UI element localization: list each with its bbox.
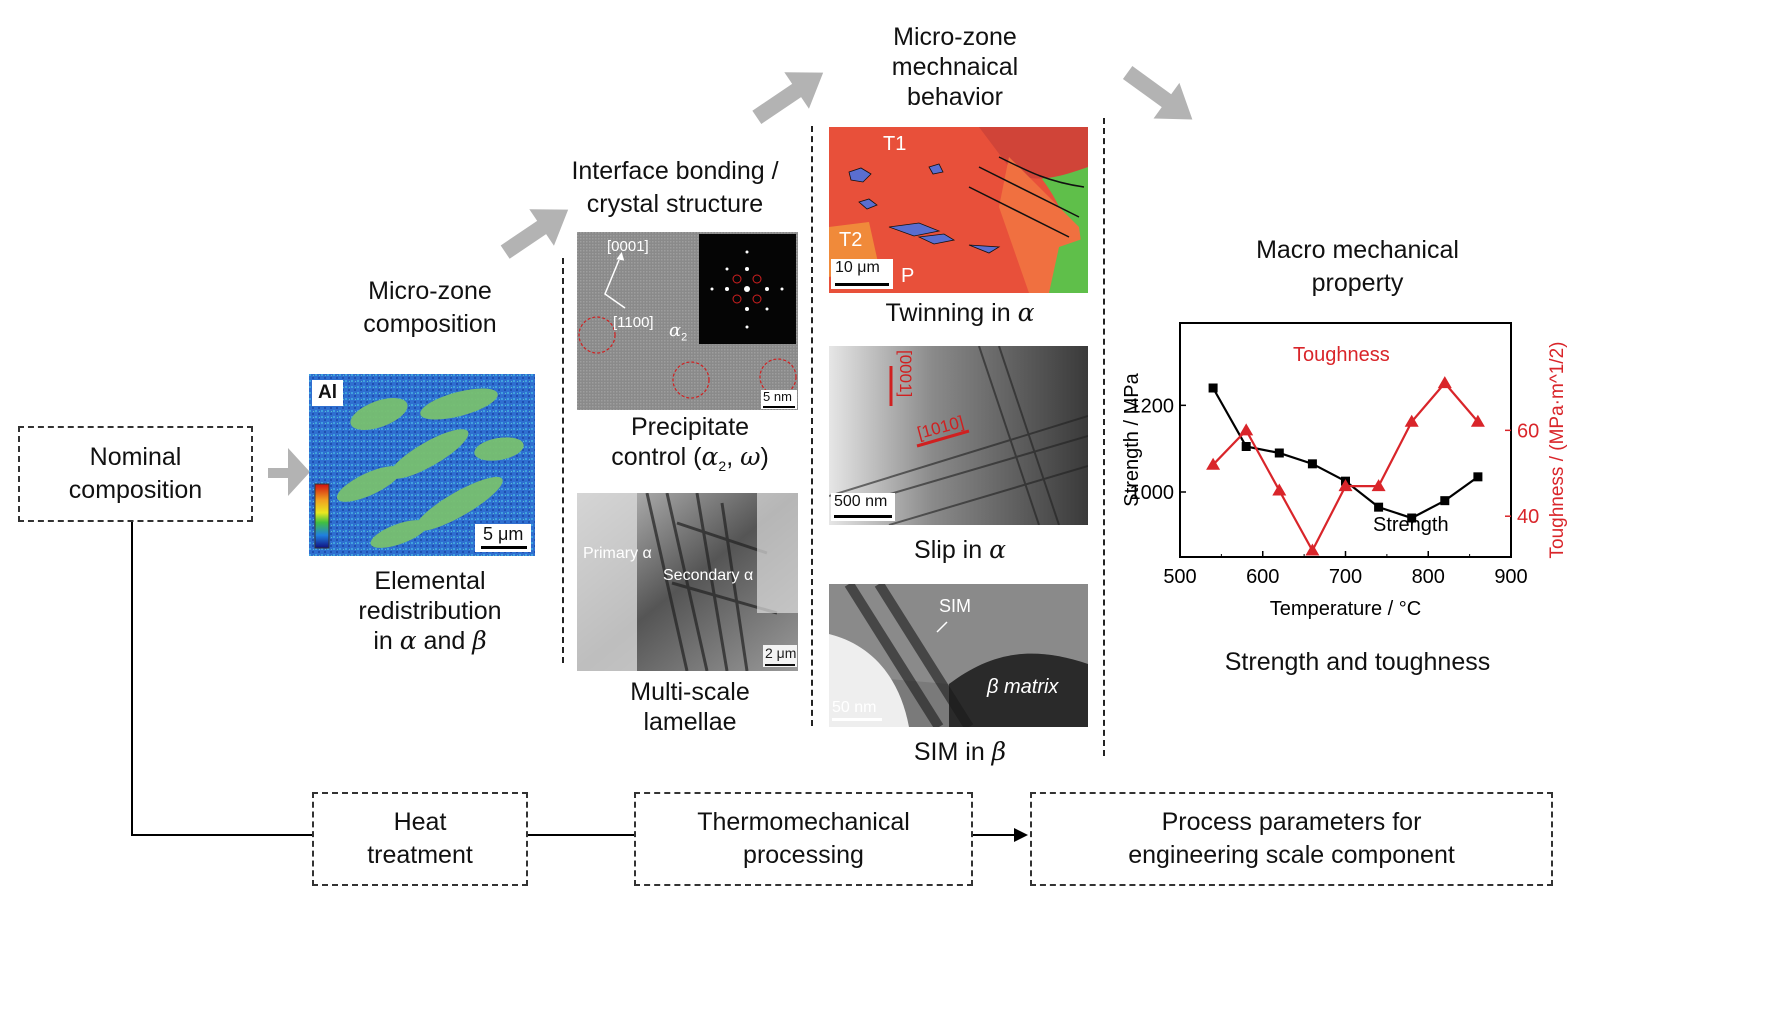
toughness-point (1437, 376, 1452, 389)
hrtem-scale-text: 5 nm (763, 389, 792, 404)
toughness-point (1239, 423, 1254, 436)
lamellae-scale-text: 2 μm (765, 645, 797, 661)
y2-tick-label: 60 (1517, 420, 1539, 442)
ebsd-p-label: P (901, 265, 915, 287)
arrow-to-behavior (752, 72, 824, 125)
ebsd-t1-label: T1 (883, 133, 907, 155)
x-tick-label: 600 (1246, 566, 1279, 588)
arrowhead-to-process (1014, 828, 1028, 842)
lamellae-scale-box: 2 μm (763, 645, 797, 667)
header-micro-zone-behavior: Micro-zone mechnaical behavior (891, 23, 1019, 111)
x-tick-label: 700 (1329, 566, 1362, 588)
al-scale-bar (481, 546, 527, 549)
alpha2-label: α2 (669, 320, 688, 344)
heat-treatment-box: Heat treatment (312, 792, 528, 886)
ebsd-scale-bar (835, 283, 889, 286)
al-element-tag: Al (312, 380, 343, 406)
slip-scale-text: 500 nm (834, 493, 888, 510)
strength-point (1374, 502, 1384, 512)
toughness-point (1338, 479, 1353, 492)
process-parameters-box: Process parameters for engineering scale… (1030, 792, 1553, 886)
caption-strength-toughness: Strength and toughness (1224, 648, 1491, 676)
arrow-to-interface (500, 209, 569, 259)
strength-point (1307, 459, 1317, 469)
secondary-alpha-label: Secondary α (663, 567, 754, 584)
caption-lamellae: Multi-scale lamellae (630, 678, 750, 736)
lamellae-panel: Primary α Secondary α 2 μm (577, 493, 798, 671)
thermomechanical-box: Thermomechanical processing (634, 792, 973, 886)
ebsd-scale-box: 10 μm (831, 259, 893, 289)
caption-sim: SIM in β (913, 737, 1007, 766)
toughness-point (1470, 414, 1485, 427)
slip-dir-0001: [0001] (896, 350, 915, 398)
thermomechanical-label: Thermomechanical processing (697, 808, 910, 869)
toughness-point (1404, 414, 1419, 427)
y-tick-label: 1200 (1130, 395, 1175, 417)
nominal-composition-box: Nominal composition (18, 426, 253, 522)
arrow-to-macro (1122, 66, 1193, 120)
x-tick-label: 800 (1412, 566, 1445, 588)
ebsd-scale-text: 10 μm (835, 259, 880, 276)
legend-toughness: Toughness (1293, 344, 1390, 366)
sim-scale-bar (832, 718, 882, 721)
header-macro-property: Macro mechanical property (1256, 236, 1459, 297)
sim-scale-text: 50 nm (832, 699, 877, 716)
process-parameters-label: Process parameters for engineering scale… (1128, 808, 1455, 869)
y2-axis-label: Toughness / (MPa·m^1/2) (1547, 342, 1568, 559)
x-axis-label: Temperature / °C (1270, 598, 1421, 620)
ebsd-t2-label: T2 (839, 229, 863, 251)
y-axis-label: Strength / MPa (1121, 372, 1143, 506)
toughness-point (1305, 543, 1320, 556)
slip-scale-bar (834, 515, 892, 518)
al-elemental-map: Al 5 μm (309, 374, 535, 556)
nominal-composition-label: Nominal composition (68, 443, 203, 504)
al-scale-text: 5 μm (483, 524, 524, 544)
strength-point (1274, 448, 1284, 458)
zone-axis-0001: [0001] (607, 238, 649, 255)
strength-point (1241, 442, 1251, 451)
ebsd-panel: T1 T2 10 μm P (829, 127, 1088, 293)
sim-panel: SIM β matrix 50 nm (829, 584, 1088, 727)
y-tick-label: 1000 (1130, 482, 1175, 504)
lamellae-scale-bar (765, 664, 795, 666)
hrtem-scale-bar (763, 406, 795, 408)
header-interface-bonding: Interface bonding / crystal structure (571, 157, 779, 218)
al-scale-box: 5 μm (475, 524, 531, 552)
slip-scale-box: 500 nm (831, 493, 895, 521)
connector-nominal-to-heat (131, 522, 312, 836)
strength-point (1473, 472, 1483, 482)
y2-tick-label: 40 (1517, 506, 1539, 528)
legend-strength: Strength (1373, 514, 1449, 536)
caption-twinning: Twinning in α (885, 298, 1035, 327)
primary-alpha-label: Primary α (583, 545, 652, 562)
arrow-to-map (268, 448, 310, 496)
separator-1 (562, 258, 564, 663)
caption-precipitate: Precipitate control (α2, ω) (611, 413, 769, 474)
hrtem-panel: [0001] [1100] α2 5 nm (577, 232, 798, 410)
strength-point (1208, 383, 1218, 393)
caption-slip: Slip in α (914, 535, 1006, 564)
separator-2 (811, 126, 813, 726)
toughness-point (1206, 457, 1221, 470)
x-tick-label: 900 (1494, 566, 1527, 588)
beta-matrix-label: β matrix (987, 676, 1059, 698)
series-line-strength (1212, 387, 1479, 520)
toughness-point (1371, 479, 1386, 492)
slip-panel: [0001] [1010] 500 nm (829, 346, 1088, 525)
strength-point (1407, 513, 1417, 523)
zone-axis-1100: [1100] (613, 314, 654, 331)
header-micro-zone-composition: Micro-zone composition (363, 277, 497, 338)
caption-elemental: Elemental redistribution in α and β (358, 567, 502, 655)
strength-point (1440, 496, 1450, 506)
toughness-point (1272, 483, 1287, 496)
hrtem-scale-box: 5 nm (761, 389, 797, 409)
heat-treatment-label: Heat treatment (367, 808, 473, 869)
separator-3 (1103, 118, 1105, 756)
x-tick-label: 500 (1163, 566, 1196, 588)
sim-label: SIM (939, 596, 972, 616)
